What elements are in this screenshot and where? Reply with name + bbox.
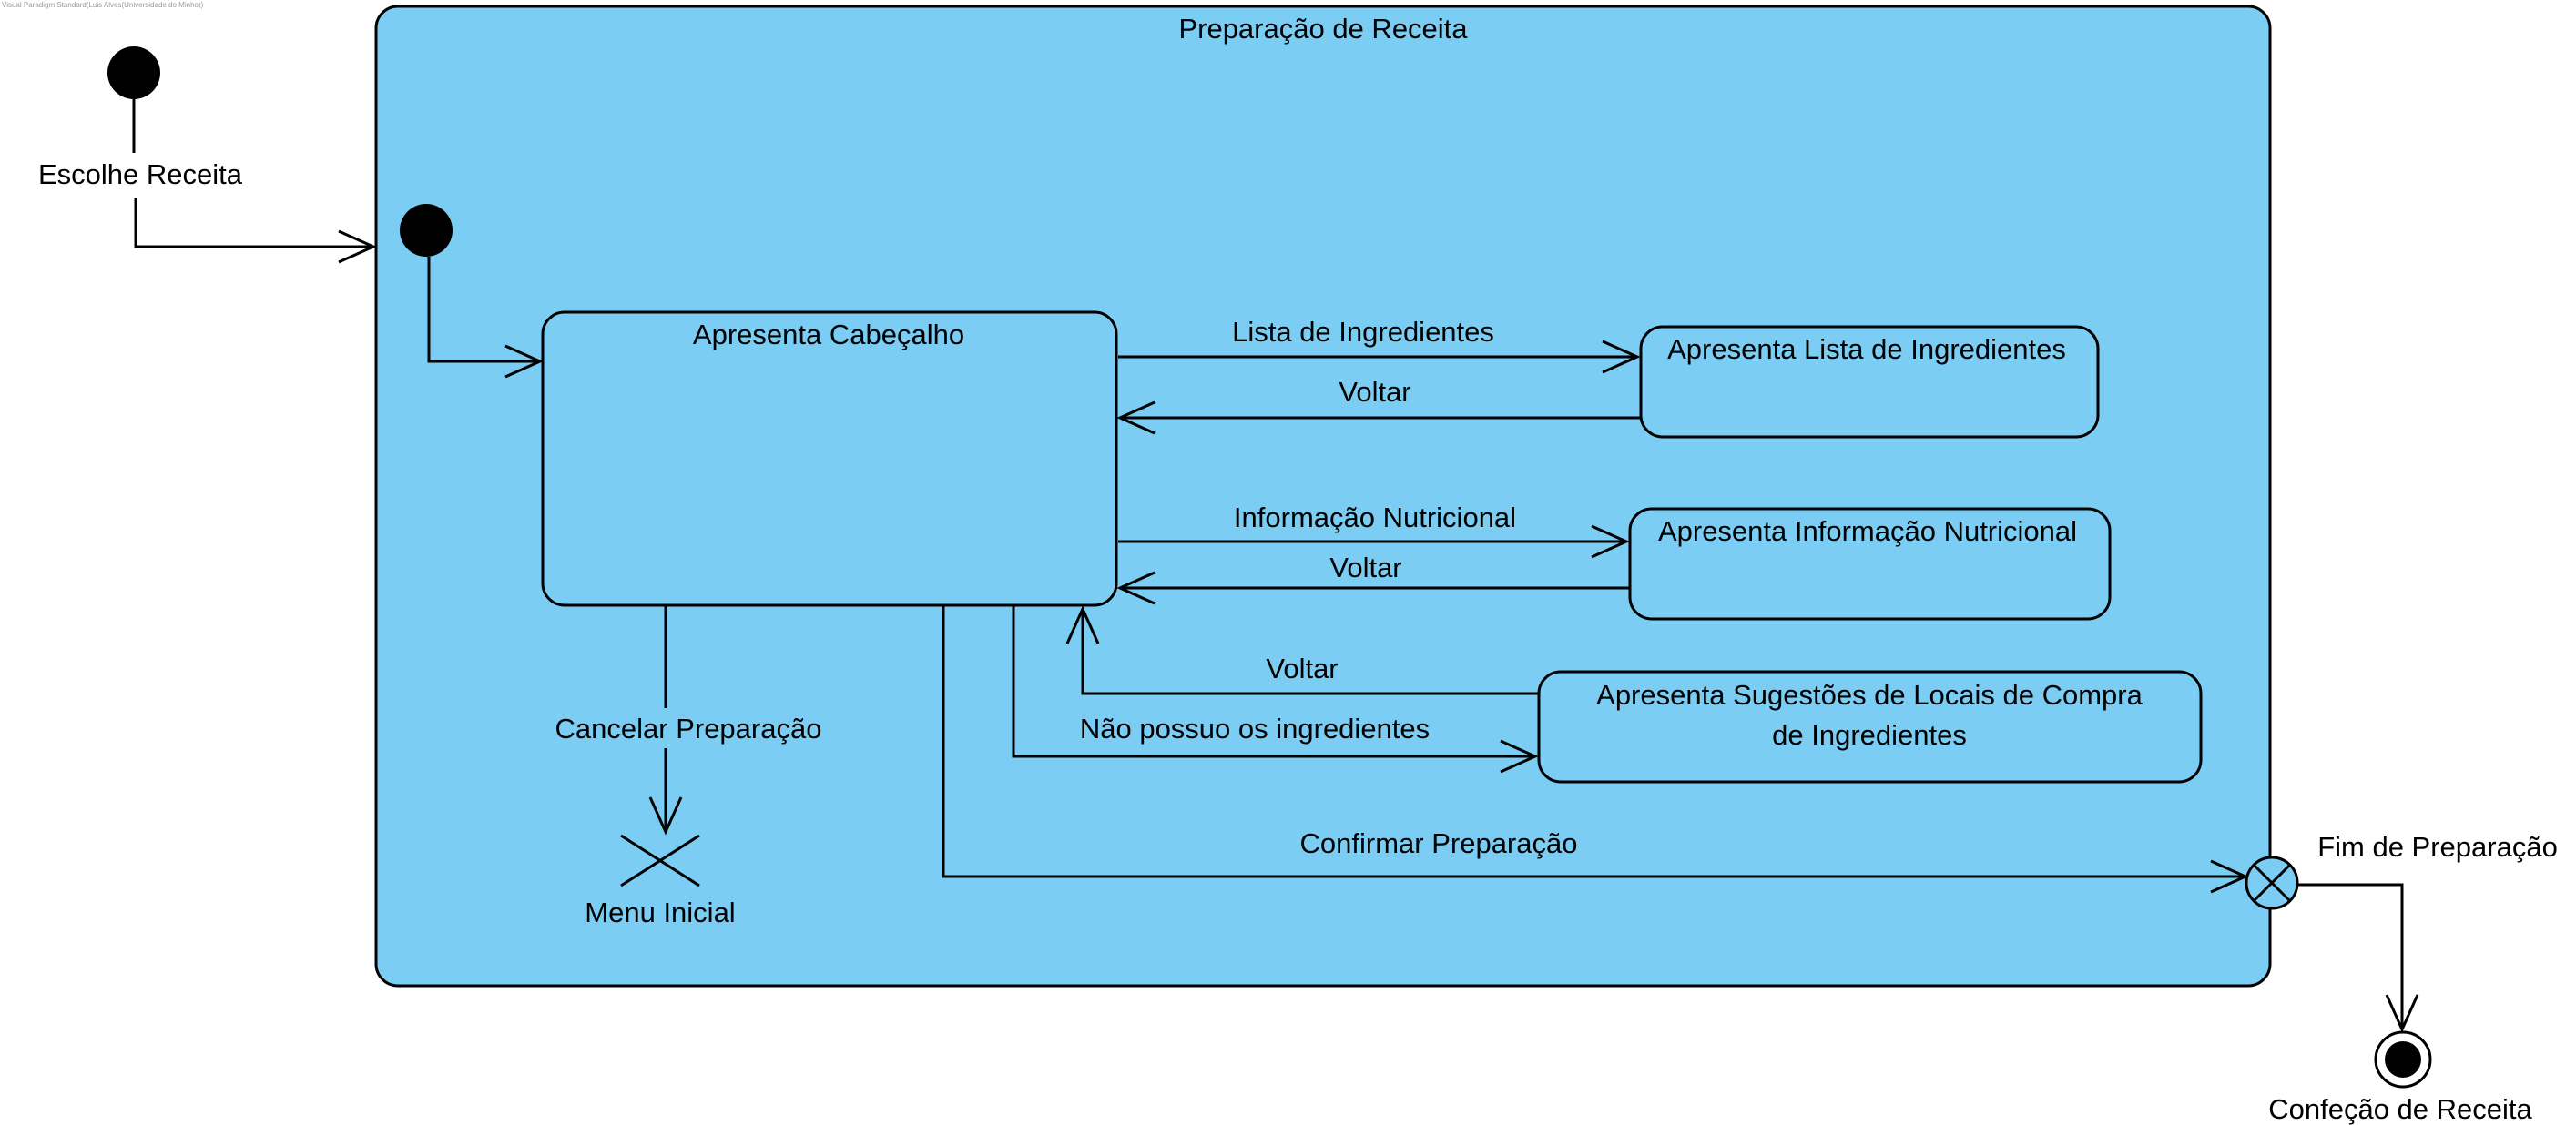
transition-label-informacao-nutricional: Informação Nutricional xyxy=(1234,502,1516,533)
watermark: Visual Paradigm Standard(Luis Alves(Univ… xyxy=(2,1,204,9)
state-lista-ingredientes[interactable] xyxy=(1639,325,2100,439)
arrowhead xyxy=(1116,400,1156,435)
arrowhead xyxy=(504,344,544,379)
state-apresenta-cabecalho[interactable] xyxy=(541,310,1118,607)
transition-to-final[interactable] xyxy=(2297,883,2404,1029)
terminate-node[interactable] xyxy=(620,834,700,887)
arrowhead xyxy=(1602,340,1641,374)
state-label-cabecalho: Apresenta Cabeçalho xyxy=(693,319,964,350)
exit-point-node[interactable] xyxy=(2245,856,2299,910)
arrowhead xyxy=(338,229,377,264)
arrowhead xyxy=(1591,524,1630,559)
final-state-node[interactable] xyxy=(2374,1030,2432,1089)
state-informacao-nutricional[interactable] xyxy=(1628,507,2112,621)
composite-state-title: Preparação de Receita xyxy=(1178,13,1468,45)
transition-label-voltar-2: Voltar xyxy=(1329,552,1401,583)
state-label-sugestoes-line2: de Ingredientes xyxy=(1772,719,1967,751)
transition-back-from-suggestions[interactable] xyxy=(1081,609,1539,695)
state-label-informacao-nutricional: Apresenta Informação Nutricional xyxy=(1658,515,2077,547)
arrowhead xyxy=(1116,571,1156,605)
transition-label-nao-possuo: Não possuo os ingredientes xyxy=(1080,713,1430,745)
inner-initial-node[interactable] xyxy=(400,204,453,257)
arrowhead xyxy=(648,796,683,836)
state-label-sugestoes-line1: Apresenta Sugestões de Locais de Compra xyxy=(1596,679,2143,711)
transition-label-lista-ingredientes: Lista de Ingredientes xyxy=(1232,316,1494,348)
arrowhead xyxy=(1500,739,1539,774)
outer-initial-node[interactable] xyxy=(107,46,160,99)
transition-label-confirmar: Confirmar Preparação xyxy=(1300,827,1578,859)
transition-label-voltar-3: Voltar xyxy=(1266,653,1338,684)
arrowhead xyxy=(2210,859,2249,894)
outer-initial-label: Escolhe Receita xyxy=(38,158,243,190)
transition-label-voltar-1: Voltar xyxy=(1339,376,1410,408)
label-backdrop xyxy=(543,708,834,748)
state-sugestoes-locais-compra[interactable] xyxy=(1537,670,2203,784)
final-state-label: Confeção de Receita xyxy=(2268,1093,2532,1125)
arrowhead xyxy=(2385,994,2419,1033)
arrowhead xyxy=(1065,605,1100,644)
terminate-label: Menu Inicial xyxy=(585,897,735,928)
transition-label-cancelar: Cancelar Preparação xyxy=(555,713,822,745)
exit-point-label: Fim de Preparação xyxy=(2317,831,2558,863)
state-label-lista-ingredientes: Apresenta Lista de Ingredientes xyxy=(1667,333,2066,365)
transition-to-suggestions[interactable] xyxy=(1012,605,1535,758)
transition-confirm[interactable] xyxy=(942,605,2245,878)
